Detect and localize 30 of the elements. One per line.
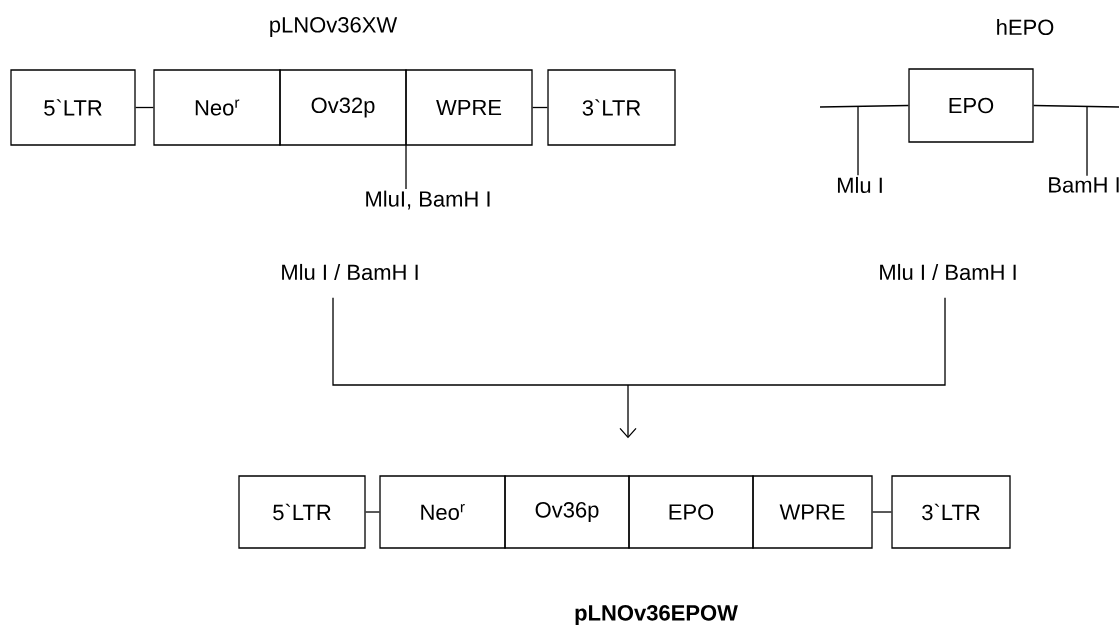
site-label: MluI, BamH I (366, 190, 490, 210)
gene-box: 5`LTR (238, 475, 366, 549)
merge-arrow (332, 297, 946, 439)
gene-box: 3`LTR (891, 475, 1011, 549)
gene-box: Ov36p (504, 475, 630, 549)
connector-line (365, 511, 380, 513)
leader-line (1086, 106, 1088, 177)
fragment-name: hEPO (997, 18, 1054, 36)
connector-line (819, 104, 909, 108)
construct-name: pLNOv36EPOW (575, 605, 738, 625)
gene-box: WPRE (405, 69, 533, 146)
construct-name: pLNOv36XW (270, 17, 398, 37)
connector-line (872, 511, 892, 513)
gene-box: WPRE (752, 475, 873, 549)
leader-line (405, 145, 407, 190)
gene-box: 5`LTR (10, 69, 136, 146)
leader-line (857, 106, 859, 176)
gene-box: 3`LTR (547, 69, 676, 146)
connector-line (532, 106, 548, 109)
connector-line (1033, 104, 1119, 108)
enzyme-label: Mlu I / BamH I (880, 263, 1016, 281)
connector-line (135, 106, 154, 109)
gene-box: Neo$^{r}$ (379, 475, 506, 549)
gene-box: Neo$^{r}$ (153, 69, 281, 146)
gene-box: Ov32p (279, 69, 407, 146)
site-label: Mlu I (838, 176, 882, 194)
gene-box: EPO (628, 475, 754, 549)
enzyme-label: Mlu I / BamH I (282, 263, 418, 281)
site-label: BamH I (1049, 177, 1119, 193)
gene-box: EPO (908, 68, 1034, 143)
